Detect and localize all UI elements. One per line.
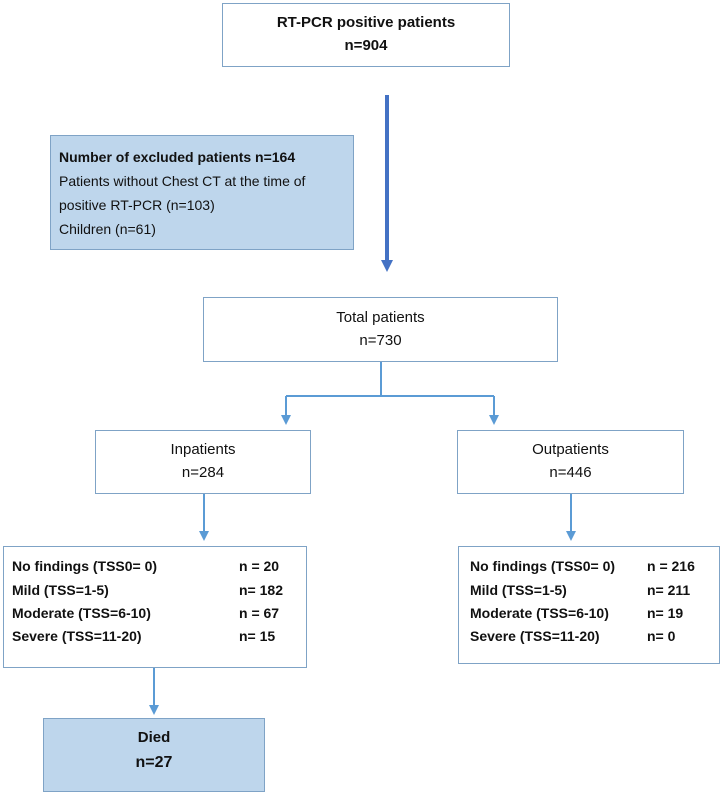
total-count: n=730 (359, 332, 402, 349)
outpatients-count: n=446 (549, 464, 592, 481)
total-box: Total patients n=730 (203, 297, 558, 362)
inpatients-box: Inpatients n=284 (95, 430, 311, 494)
excluded-line-3: Children (n=61) (59, 221, 156, 237)
severity-value: n = 20 (239, 558, 280, 574)
severity-label: Mild (TSS=1-5) (12, 582, 109, 598)
excluded-line-2: positive RT-PCR (n=103) (59, 197, 215, 213)
severity-label: Mild (TSS=1-5) (470, 582, 567, 598)
severity-label: Moderate (TSS=6-10) (470, 605, 609, 621)
severity-value: n= 15 (239, 628, 276, 644)
inpatients-count: n=284 (181, 464, 225, 481)
severity-label: Severe (TSS=11-20) (12, 628, 142, 644)
severity-label: No findings (TSS0= 0) (12, 558, 158, 574)
outpatient-severity-box: No findings (TSS0= 0) n = 216 Mild (TSS=… (458, 546, 720, 664)
outpatients-box: Outpatients n=446 (457, 430, 684, 494)
severity-value: n= 0 (647, 628, 676, 644)
died-box: Died n=27 (43, 718, 265, 792)
died-title: Died (137, 729, 171, 746)
rtpcr-title: RT-PCR positive patients (276, 14, 456, 31)
severity-value: n= 211 (647, 582, 691, 598)
severity-label: Moderate (TSS=6-10) (12, 605, 151, 621)
severity-value: n= 19 (647, 605, 684, 621)
inpatients-title: Inpatients (170, 441, 236, 458)
severity-label: No findings (TSS0= 0) (470, 558, 616, 574)
inpatient-severity-box: No findings (TSS0= 0) n = 20 Mild (TSS=1… (3, 546, 307, 668)
died-count: n=27 (135, 754, 173, 771)
rtpcr-box: RT-PCR positive patients n=904 (222, 3, 510, 67)
excluded-line-1: Patients without Chest CT at the time of (59, 173, 306, 189)
outpatients-title: Outpatients (532, 441, 609, 458)
severity-value: n = 216 (647, 558, 695, 574)
severity-value: n= 182 (239, 582, 283, 598)
excluded-title: Number of excluded patients n=164 (59, 149, 296, 165)
severity-label: Severe (TSS=11-20) (470, 628, 600, 644)
total-title: Total patients (336, 309, 425, 326)
rtpcr-count: n=904 (344, 37, 388, 54)
excluded-box: Number of excluded patients n=164 Patien… (50, 135, 354, 250)
severity-value: n = 67 (239, 605, 280, 621)
